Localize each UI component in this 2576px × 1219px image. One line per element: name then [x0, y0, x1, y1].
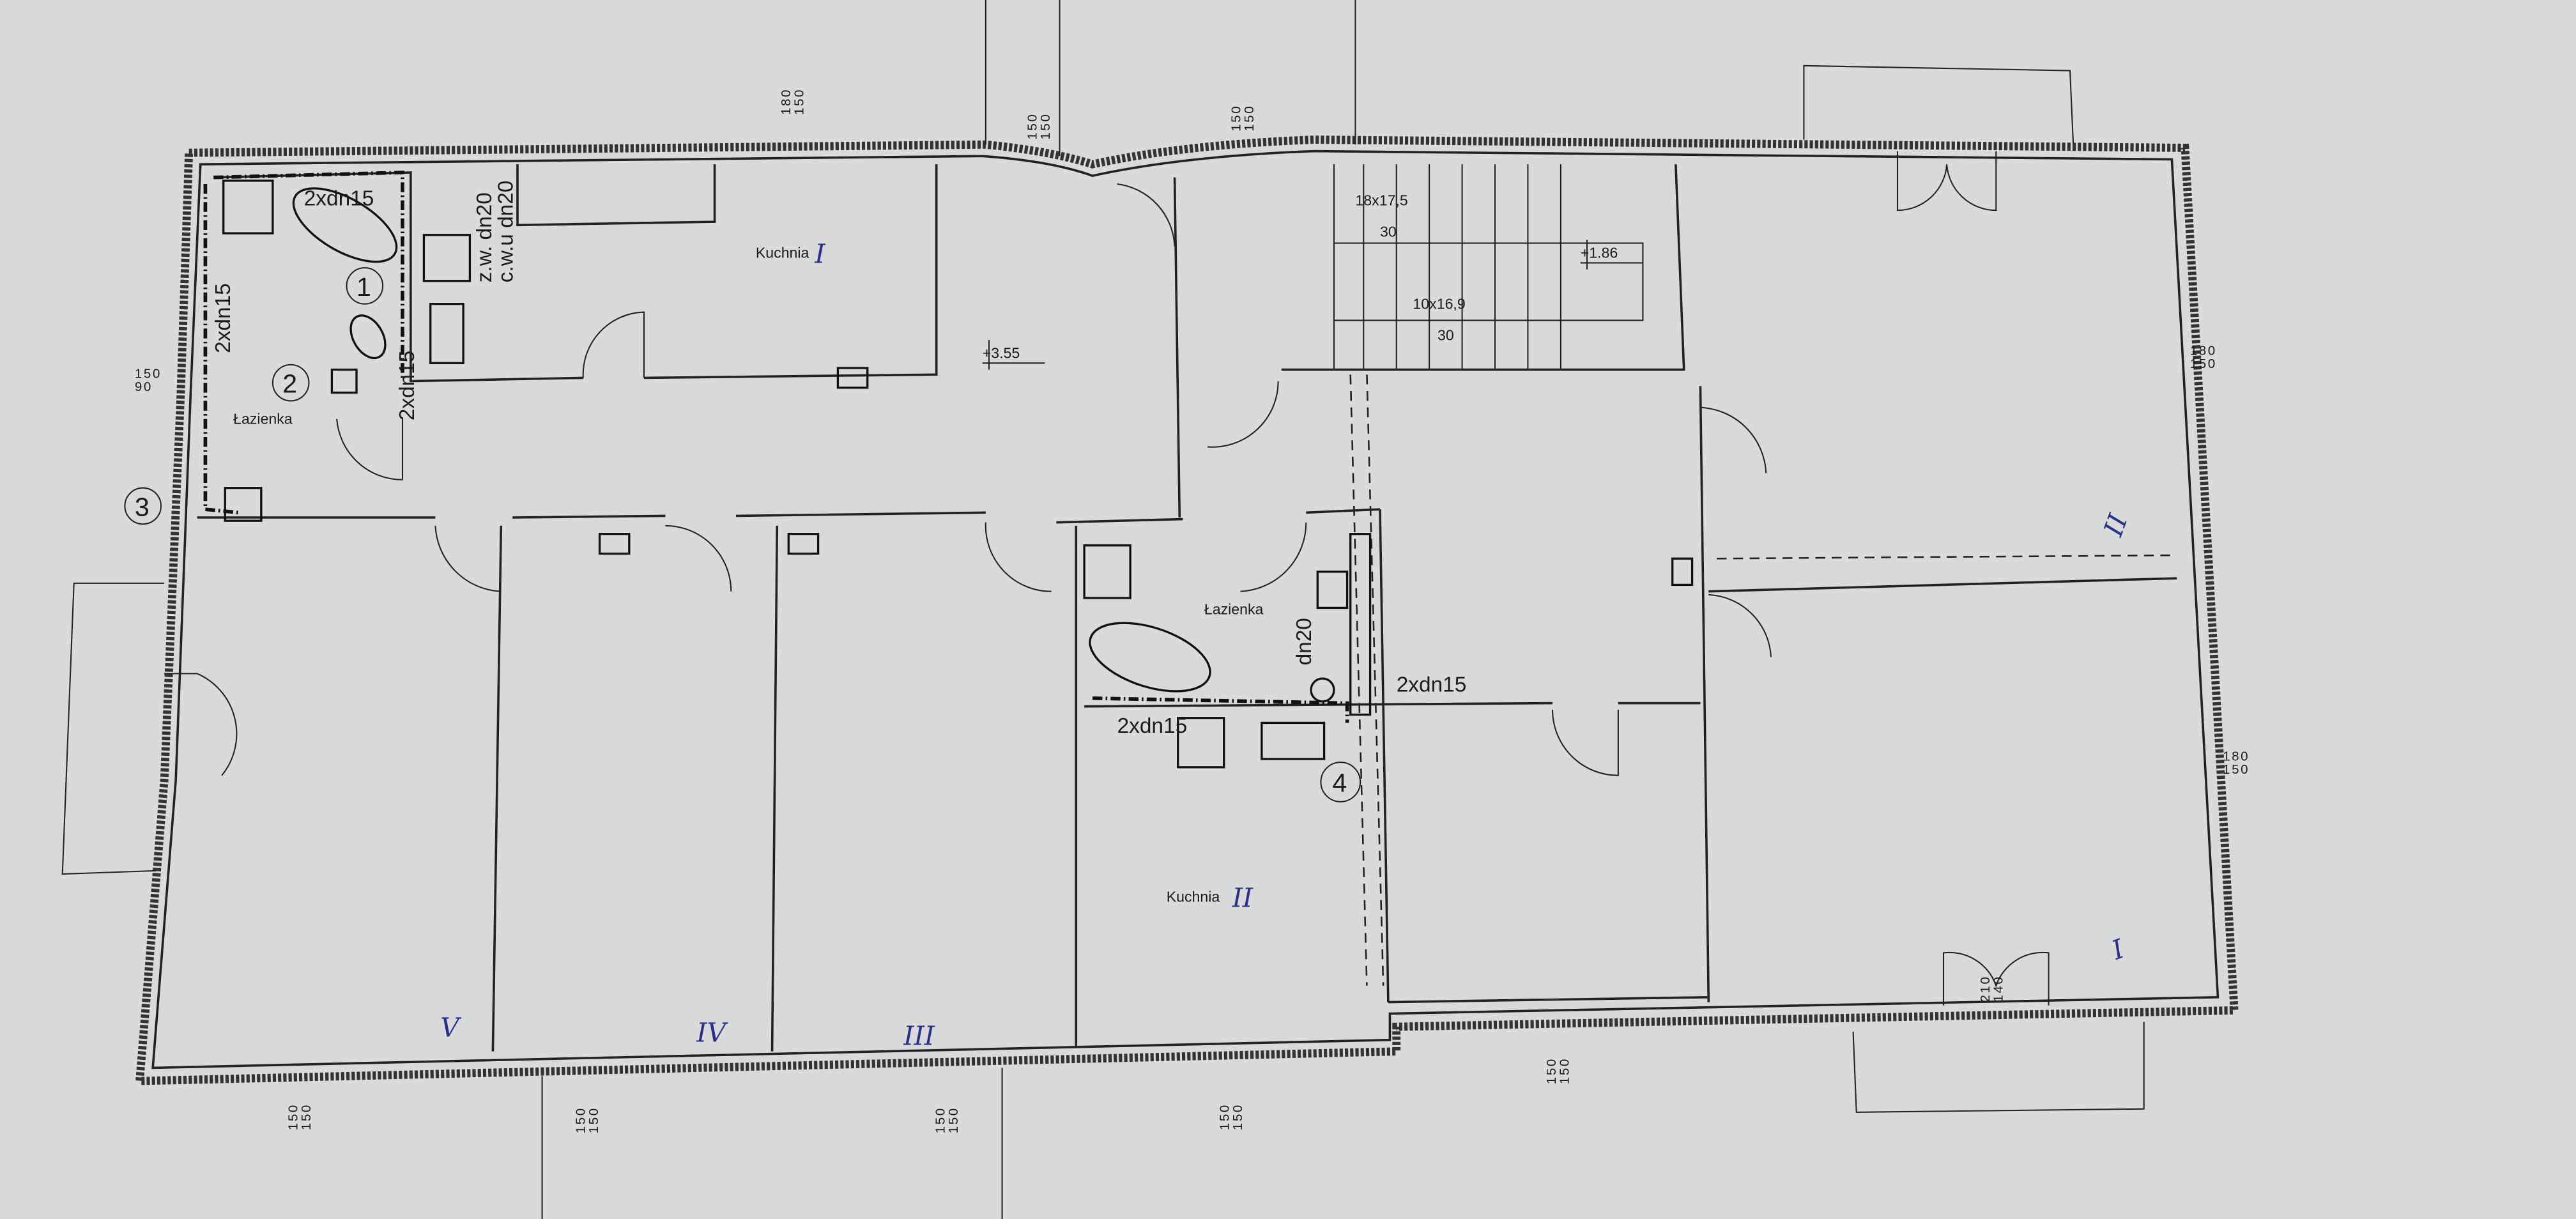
room-label-bathroom-2: Łazienka	[1204, 601, 1264, 618]
vent-icon	[787, 533, 820, 555]
svg-text:180: 180	[2190, 343, 2217, 358]
riser-lines	[1349, 374, 2177, 986]
svg-text:4: 4	[1332, 768, 1347, 797]
svg-text:150: 150	[135, 366, 162, 381]
svg-text:150: 150	[1217, 1103, 1232, 1130]
svg-text:150: 150	[933, 1107, 948, 1133]
room-number-kitchen-1: I	[814, 238, 825, 269]
stair-flight-label: 18x17,5	[1355, 192, 1407, 208]
ventilation-shaft	[1349, 533, 1372, 716]
fixtures	[222, 180, 1694, 769]
svg-text:2: 2	[282, 369, 297, 399]
opening-dimensions: 180 150 150 150 150 150 150 90 180 150 1…	[135, 88, 2250, 1133]
elevation-mark: +3.55	[983, 345, 1020, 362]
svg-text:150: 150	[1038, 113, 1053, 140]
svg-text:150: 150	[1544, 1057, 1559, 1084]
svg-text:150: 150	[1242, 105, 1257, 132]
pipe-label: 2xdn15	[304, 187, 374, 210]
svg-text:140: 140	[1991, 976, 2006, 1002]
svg-text:150: 150	[2223, 762, 2250, 777]
pipe-label: 2xdn15	[395, 351, 419, 421]
vent-icon	[598, 533, 631, 555]
flat-numeral-3: III	[903, 1020, 935, 1051]
pipe-label-hot-water: c.w.u dn20	[494, 181, 518, 283]
doors	[164, 151, 2050, 1006]
pipe-label-cold-water: z.w. dn20	[473, 192, 496, 282]
flat-numeral-1: I	[2107, 933, 2128, 966]
bathtub-icon	[1089, 622, 1211, 693]
sink-icon	[1261, 721, 1326, 760]
svg-text:210: 210	[1978, 976, 1993, 1002]
pipe-label: 2xdn15	[1117, 714, 1188, 738]
washbasin-icon	[224, 487, 263, 522]
balconies	[61, 0, 2145, 1219]
stove-icon	[1177, 717, 1225, 769]
flat-numeral-2: II	[2097, 510, 2134, 541]
room-label-kitchen-1: Kuchnia	[756, 245, 809, 261]
svg-text:150: 150	[586, 1107, 601, 1133]
bathtub-icon	[292, 187, 398, 263]
svg-text:3: 3	[135, 492, 150, 521]
sink-icon	[429, 303, 464, 364]
room-label-kitchen-2: Kuchnia	[1167, 889, 1220, 905]
pipe-label: 2xdn15	[211, 283, 235, 353]
stair-flight-label: 10x16,9	[1413, 295, 1465, 312]
pipe-label: 2xdn15	[1397, 673, 1467, 697]
svg-text:150: 150	[1230, 1103, 1245, 1130]
svg-text:150: 150	[792, 88, 806, 115]
svg-text:180: 180	[779, 88, 793, 115]
room-number-kitchen-2: II	[1232, 882, 1254, 913]
svg-text:150: 150	[1558, 1057, 1572, 1084]
svg-text:150: 150	[573, 1107, 588, 1133]
elevation-symbol	[982, 340, 1045, 370]
vent-icon	[330, 368, 358, 394]
toilet-icon	[349, 314, 387, 360]
exterior-walls	[135, 135, 2239, 1085]
shower-tray-icon	[1083, 544, 1131, 599]
svg-text:90: 90	[135, 379, 153, 394]
elevation-mark: +1.86	[1581, 245, 1618, 261]
stair-tread-label: 30	[1380, 223, 1397, 240]
svg-text:150: 150	[1025, 113, 1040, 140]
flat-numeral-4: IV	[696, 1017, 728, 1048]
room-label-bathroom-1: Łazienka	[233, 410, 293, 427]
svg-text:150: 150	[286, 1103, 300, 1130]
marker-4: 4	[1320, 762, 1361, 802]
marker-3: 3	[124, 487, 162, 525]
svg-text:150: 150	[2190, 356, 2217, 371]
svg-text:180: 180	[2223, 749, 2250, 764]
flat-numeral-5: V	[440, 1013, 462, 1043]
staircase	[1333, 164, 1644, 370]
svg-text:150: 150	[946, 1107, 961, 1133]
toilet-icon	[1310, 677, 1335, 703]
vent-icon	[836, 367, 869, 389]
marker-2: 2	[272, 364, 310, 402]
marker-1: 1	[346, 267, 384, 305]
vent-icon	[1671, 557, 1694, 586]
washbasin-icon	[1316, 571, 1349, 610]
interior-walls	[197, 164, 2177, 1052]
pipe-label: dn20	[1292, 618, 1316, 665]
stair-tread-label: 30	[1438, 326, 1454, 343]
svg-text:150: 150	[299, 1103, 314, 1130]
elevation-symbol	[1580, 240, 1643, 270]
svg-text:150: 150	[1229, 105, 1243, 132]
shower-tray-icon	[222, 180, 274, 234]
stove-icon	[422, 234, 471, 282]
svg-text:1: 1	[356, 272, 371, 302]
